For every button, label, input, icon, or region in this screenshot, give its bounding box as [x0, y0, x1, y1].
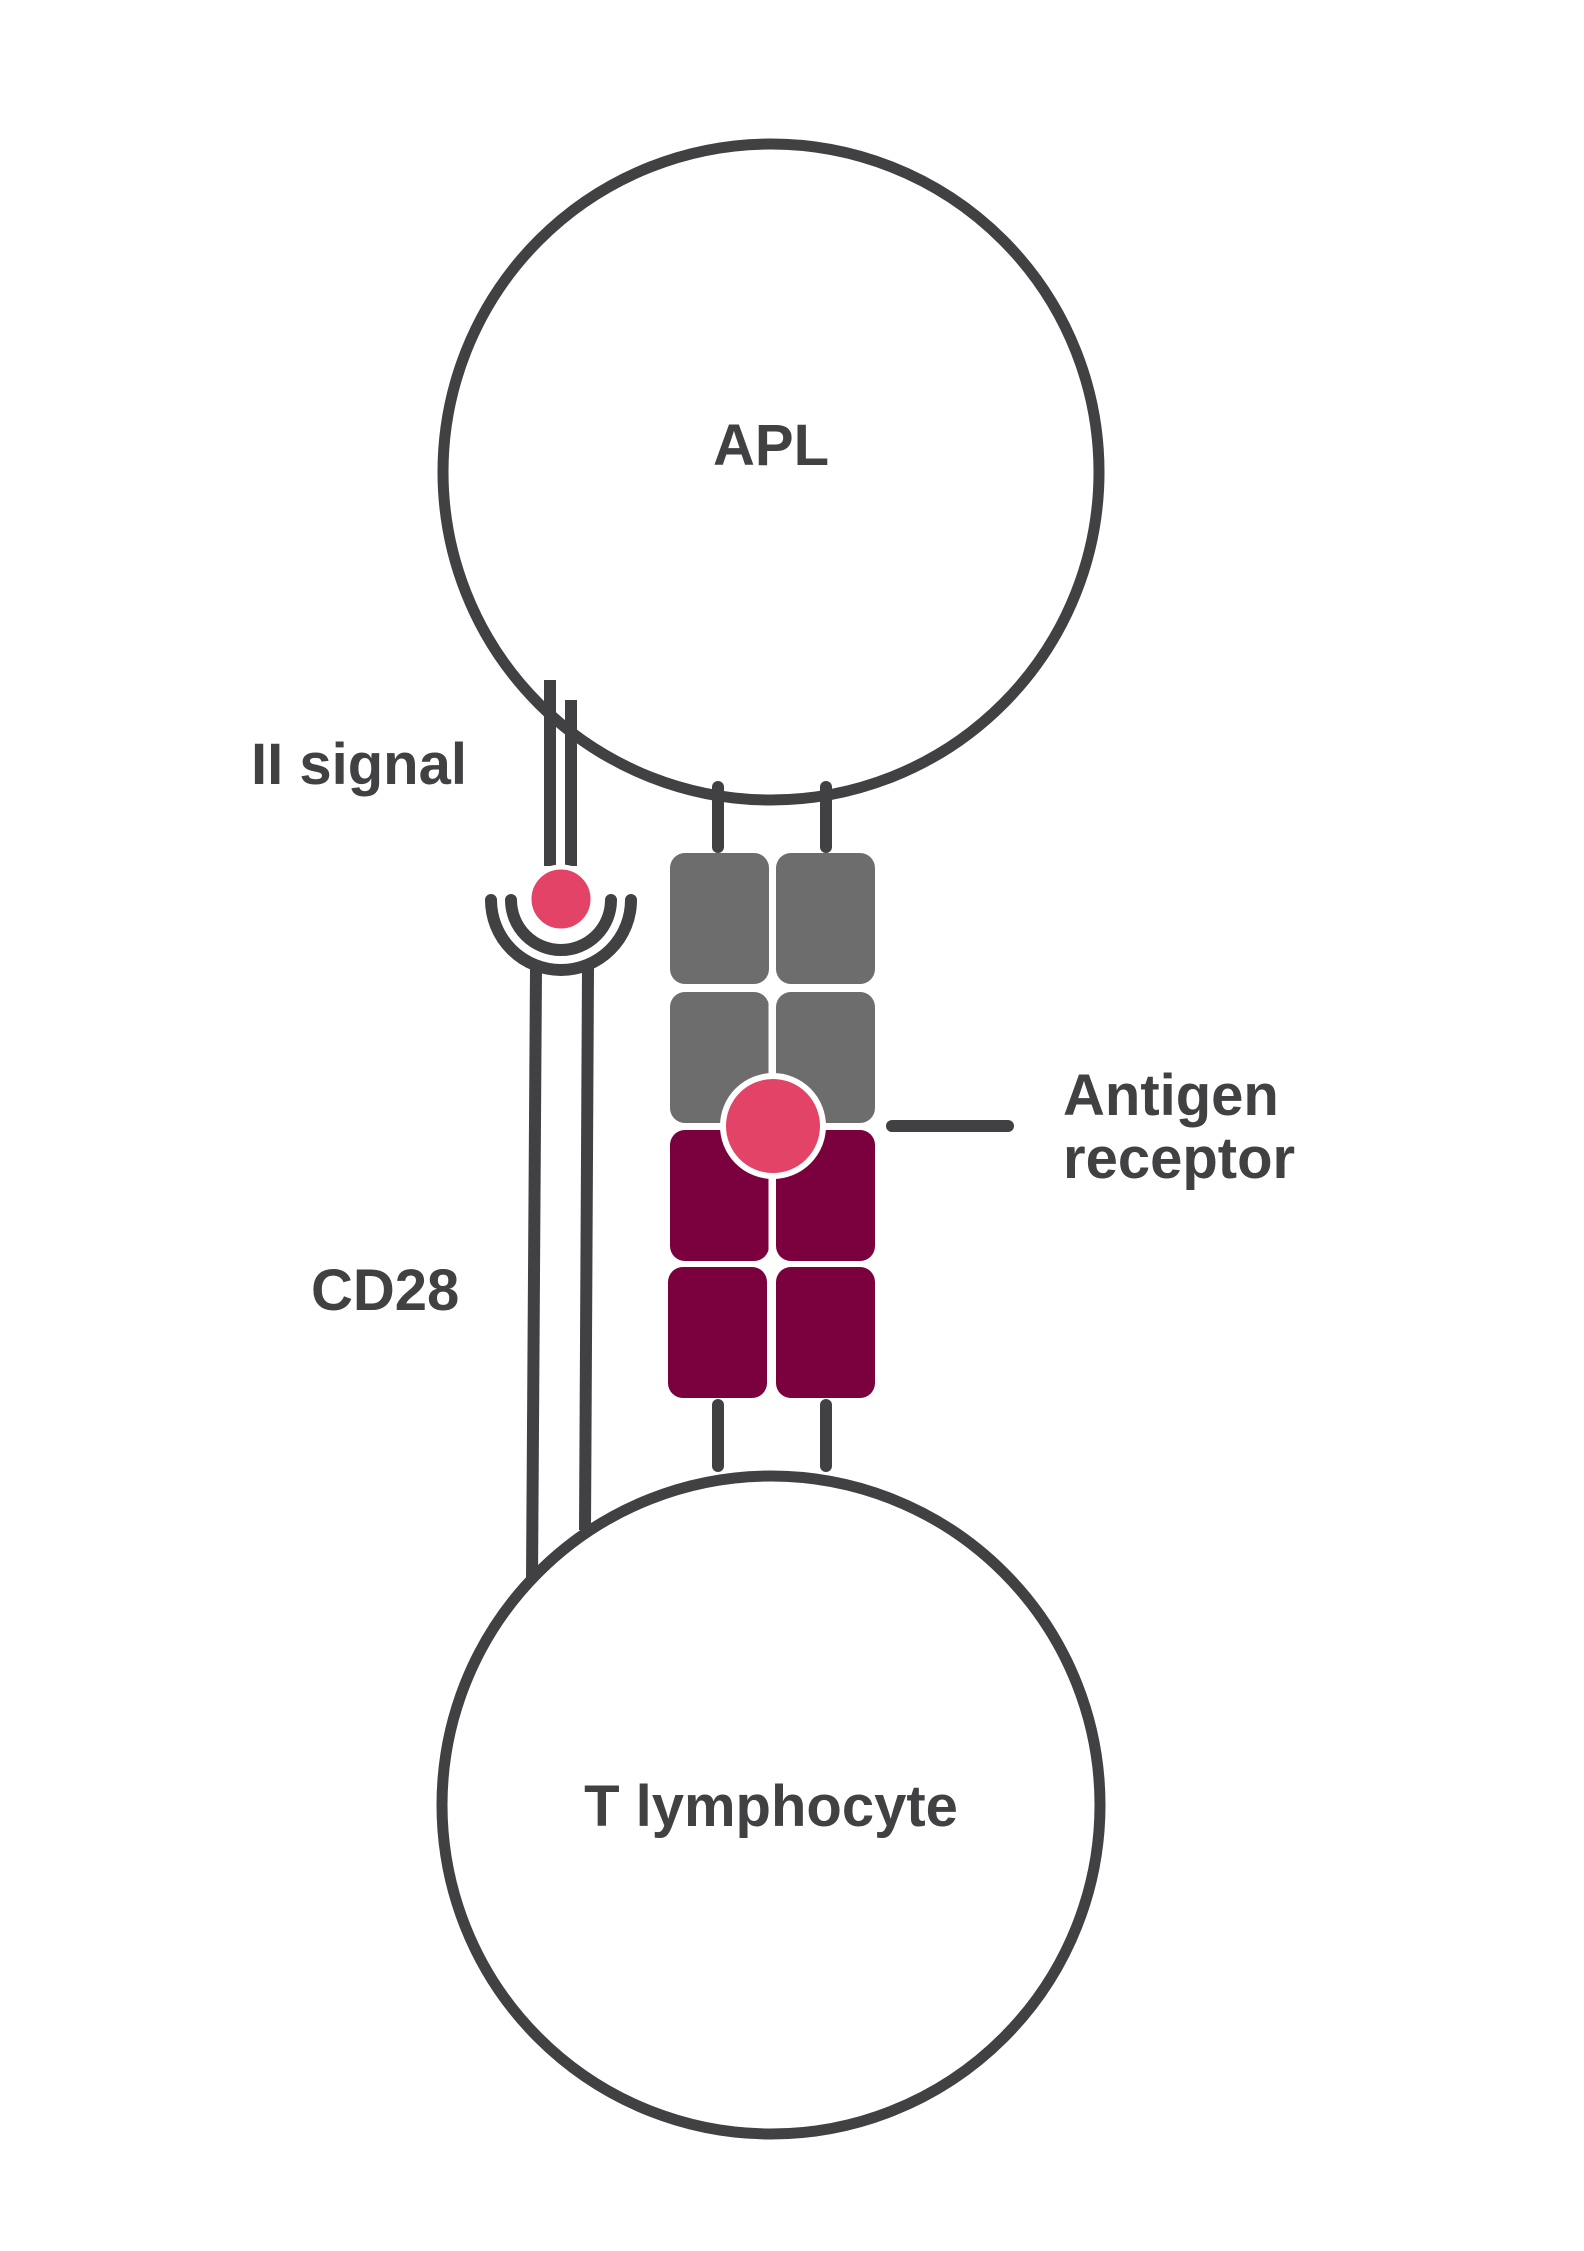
- b7-ligand-dot: [526, 864, 596, 934]
- cd28-outer-arc: [485, 894, 637, 976]
- t-lymphocyte-membrane: [436, 1470, 1106, 2140]
- mhc-domain: [670, 853, 769, 984]
- antigen-receptor-label-line1: Antigen: [1063, 1063, 1279, 1128]
- antigen-receptor-label-line2: receptor: [1063, 1126, 1295, 1191]
- b7-ligand: [526, 680, 596, 934]
- apc-cell-label: APL: [713, 413, 829, 478]
- cd28-inner-arc: [505, 894, 617, 956]
- second-signal-label: II signal: [251, 732, 467, 797]
- cd28-label: CD28: [311, 1258, 459, 1323]
- cd28-stem-right: [579, 967, 594, 1531]
- tcr-domain: [776, 1267, 875, 1398]
- t-lymphocyte-cell: T lymphocyte: [436, 1470, 1106, 2140]
- mhc-domain: [776, 853, 875, 984]
- cd28-stem-left: [526, 967, 542, 1581]
- antigen-receptor-complex: [668, 781, 875, 1472]
- tcr-domain: [668, 1267, 767, 1398]
- apc-cell: APL: [437, 138, 1105, 806]
- cd28-receptor: [485, 894, 637, 1581]
- apc-cell-membrane: [437, 138, 1105, 806]
- antigen-peptide-dot: [720, 1073, 826, 1179]
- t-lymphocyte-label: T lymphocyte: [584, 1774, 958, 1839]
